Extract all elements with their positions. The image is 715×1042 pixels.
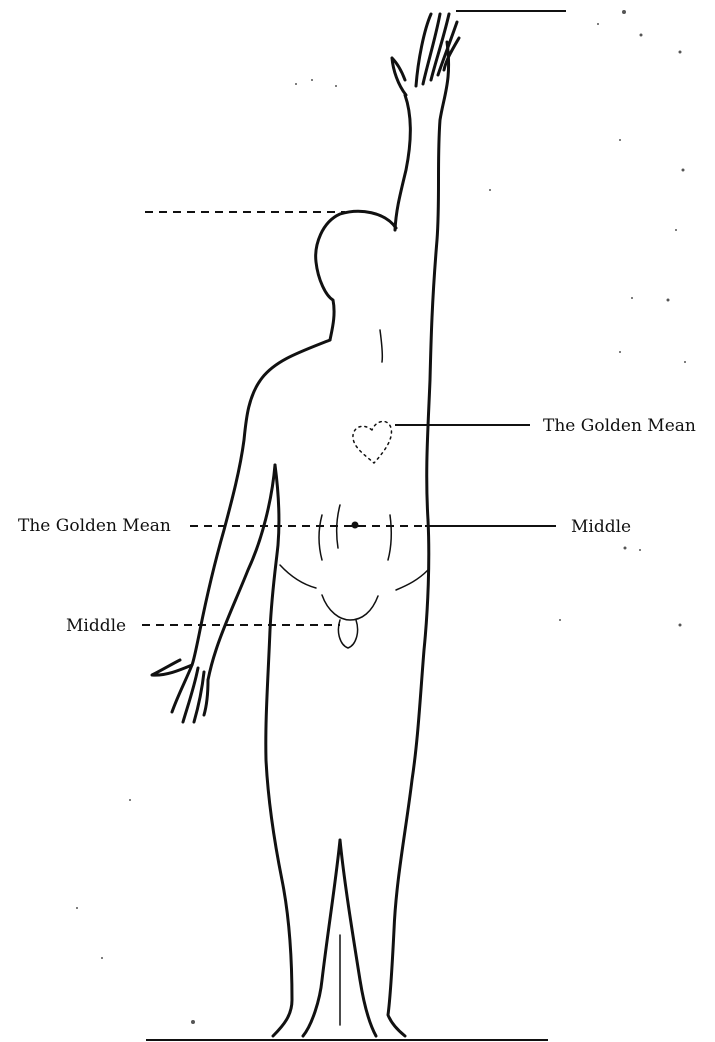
golden-mean-label-left: The Golden Mean (18, 516, 171, 536)
raised-hand (392, 14, 459, 95)
middle-label-left: Middle (66, 616, 126, 636)
left-hip (280, 565, 316, 588)
shoulder-blade (380, 330, 382, 362)
left-shoulder (192, 340, 330, 665)
abdomen-right (388, 515, 391, 560)
left-hand (152, 660, 208, 722)
navel-dot (352, 522, 359, 529)
left-arm-inner (208, 465, 275, 680)
heart-dotted-outline (353, 421, 392, 463)
raised-arm-outer (427, 42, 449, 520)
head (316, 211, 396, 340)
raised-arm-inner (395, 95, 410, 230)
abdomen-mid (337, 505, 340, 548)
golden-mean-label-right: The Golden Mean (543, 416, 696, 436)
middle-label-right: Middle (571, 517, 631, 537)
groin (322, 595, 378, 648)
right-hip (396, 570, 428, 590)
torso-right-and-right-leg (388, 520, 429, 1036)
abdomen-left (319, 515, 322, 560)
torso-left-and-left-leg (266, 465, 292, 1036)
